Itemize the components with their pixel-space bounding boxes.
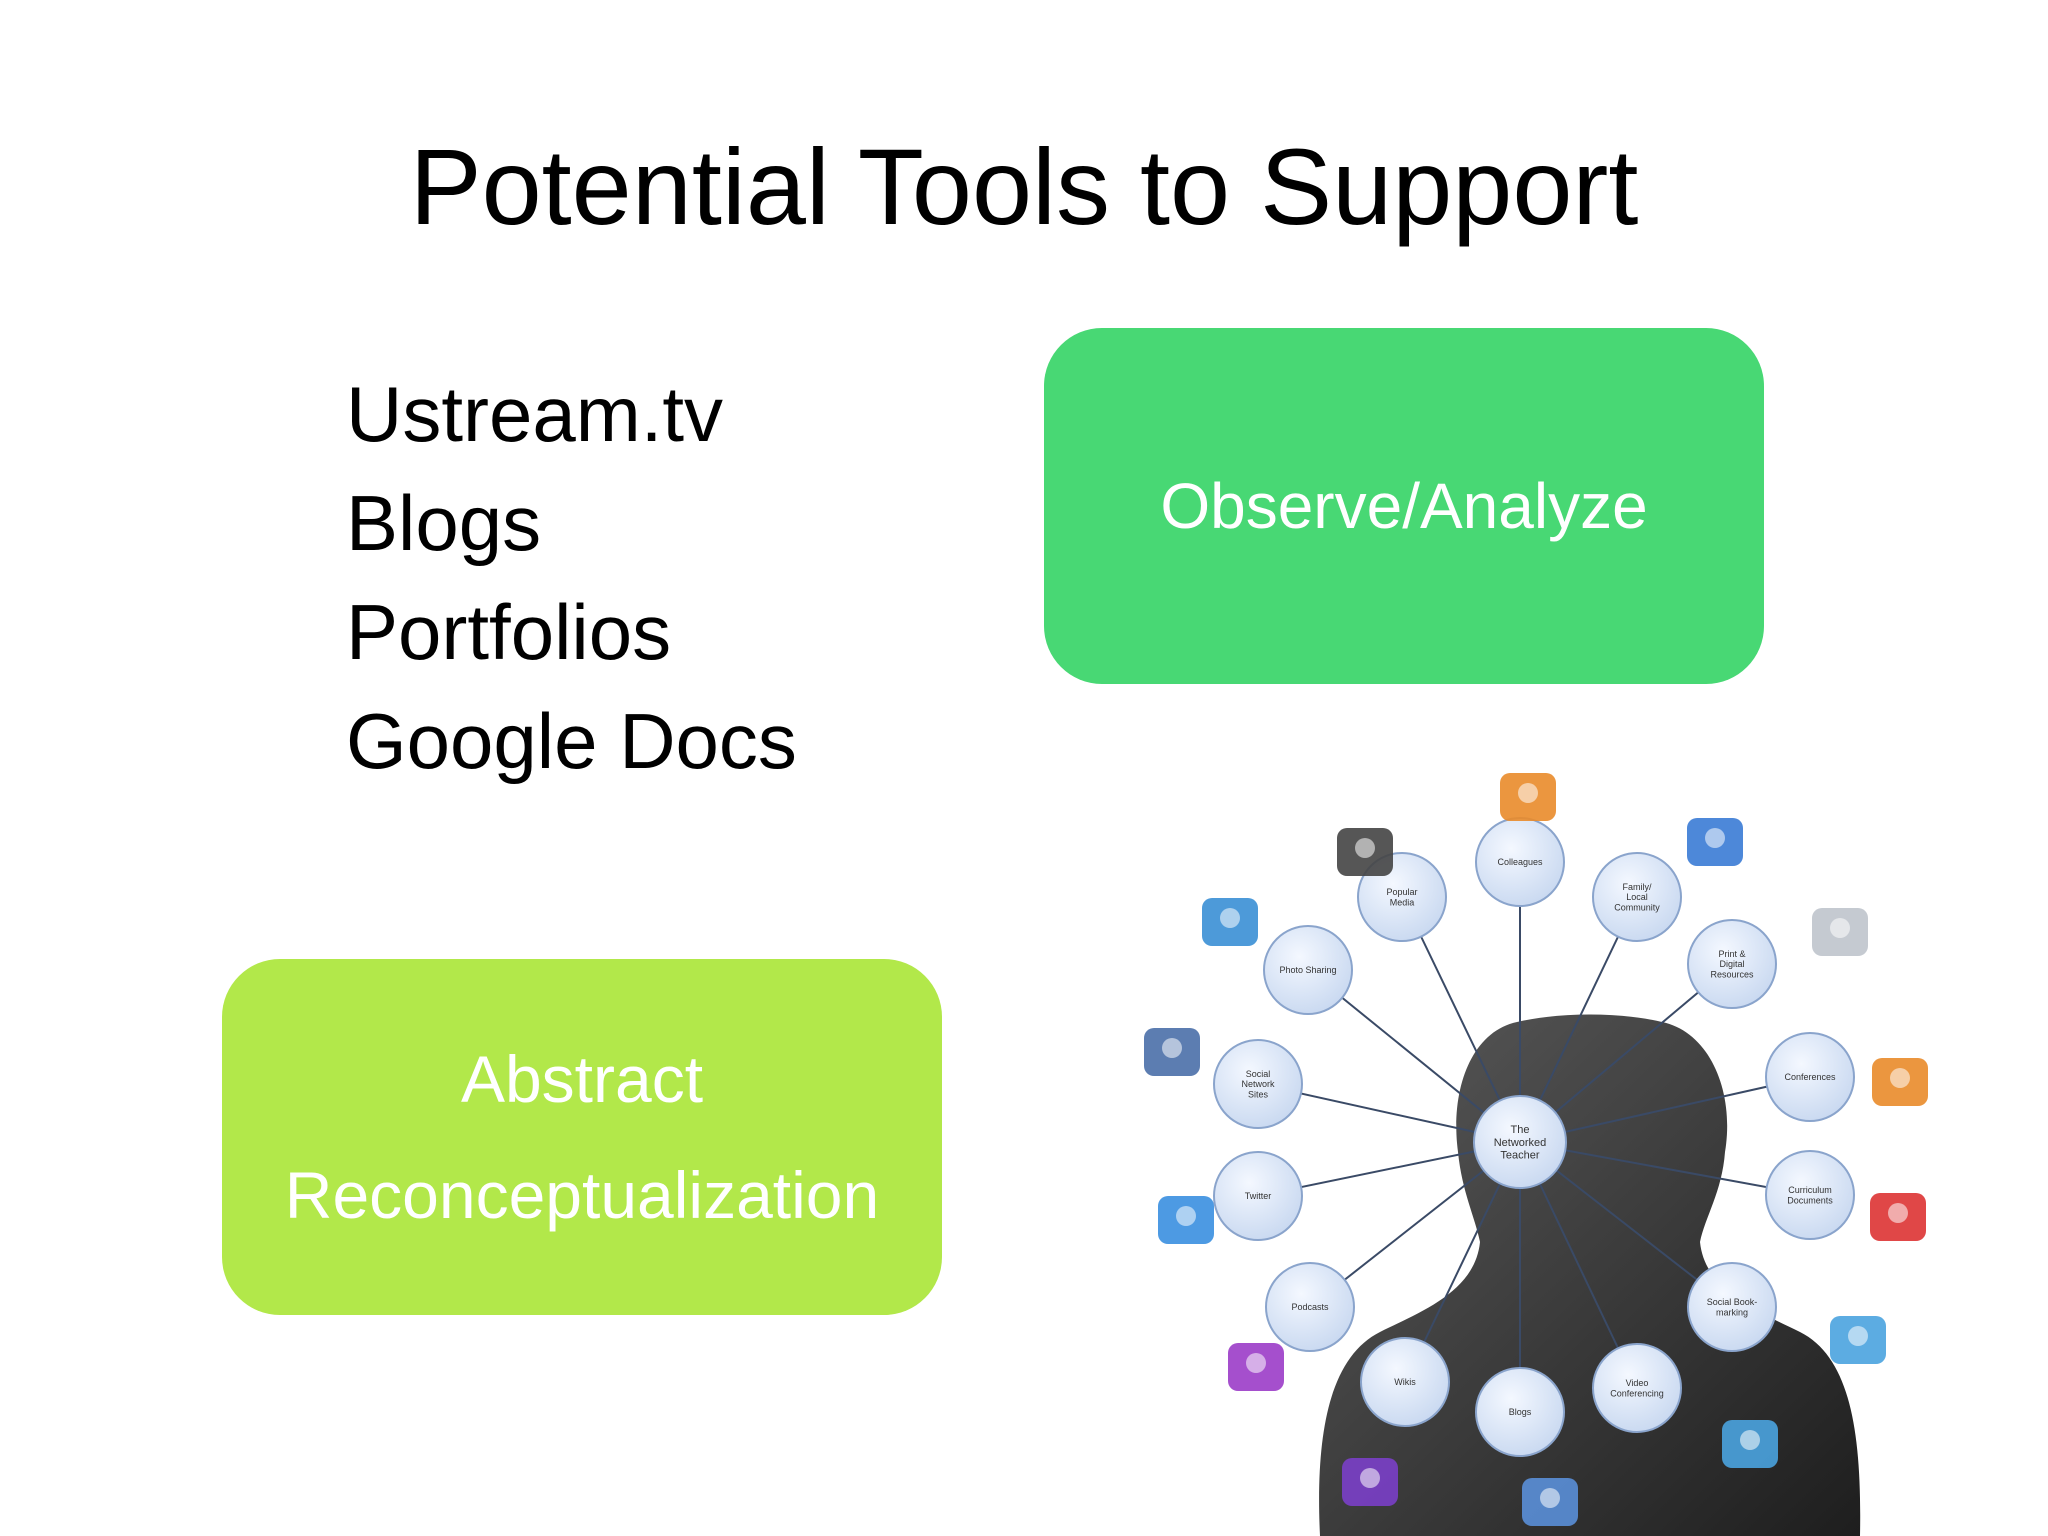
globe-icon	[1144, 1028, 1200, 1076]
tool-item: Ustream.tv	[346, 370, 724, 458]
network-node	[1765, 1032, 1855, 1122]
tool-item: Blogs	[346, 479, 542, 567]
group-icon	[1872, 1058, 1928, 1106]
network-node	[1687, 919, 1777, 1009]
film-icon	[1337, 828, 1393, 876]
slide-title: Potential Tools to Support	[409, 126, 1639, 247]
network-node-label: Photo Sharing	[1279, 965, 1336, 975]
people-icon	[1500, 773, 1556, 821]
network-node	[1687, 1262, 1777, 1352]
network-node-label: Wikis	[1394, 1377, 1416, 1387]
abstract-label-line2: Reconceptualization	[284, 1158, 880, 1232]
network-node	[1475, 1367, 1565, 1457]
observe-analyze-box: Observe/Analyze	[1044, 328, 1764, 684]
network-node	[1765, 1150, 1855, 1240]
binders-icon	[1870, 1193, 1926, 1241]
network-node	[1592, 1343, 1682, 1433]
network-node	[1213, 1151, 1303, 1241]
bird-icon	[1158, 1196, 1214, 1244]
tool-list: Ustream.tv Blogs Portfolios Google Docs	[346, 360, 797, 796]
connector-line	[1519, 1141, 1811, 1196]
network-node-label: Colleagues	[1497, 857, 1543, 867]
connector-line	[1519, 1076, 1811, 1143]
hi-note-icon	[1522, 1478, 1578, 1526]
photo-icon	[1202, 898, 1258, 946]
tool-item: Portfolios	[346, 588, 672, 676]
network-node-label: Blogs	[1509, 1407, 1532, 1417]
book-icon	[1342, 1458, 1398, 1506]
house-icon	[1687, 818, 1743, 866]
tag-icon	[1830, 1316, 1886, 1364]
chat-bubble-icon	[1722, 1420, 1778, 1468]
network-node	[1213, 1039, 1303, 1129]
center-node	[1473, 1095, 1567, 1189]
network-node-label: Twitter	[1245, 1191, 1272, 1201]
network-node	[1592, 852, 1682, 942]
network-node-label: Podcasts	[1291, 1302, 1329, 1312]
network-node	[1360, 1337, 1450, 1427]
printer-icon	[1812, 908, 1868, 956]
abstract-label-line1: Abstract	[460, 1042, 704, 1116]
abstract-reconceptualization-box: Abstract Reconceptualization	[222, 959, 942, 1315]
network-node-label: Social Book-marking	[1707, 1297, 1758, 1317]
tool-item: Google Docs	[346, 697, 797, 785]
head-silhouette	[1319, 1014, 1861, 1536]
network-node	[1265, 1262, 1355, 1352]
network-node-label: Conferences	[1784, 1072, 1836, 1082]
network-node	[1263, 925, 1353, 1015]
observe-analyze-label: Observe/Analyze	[1160, 470, 1648, 542]
podcast-icon	[1228, 1343, 1284, 1391]
